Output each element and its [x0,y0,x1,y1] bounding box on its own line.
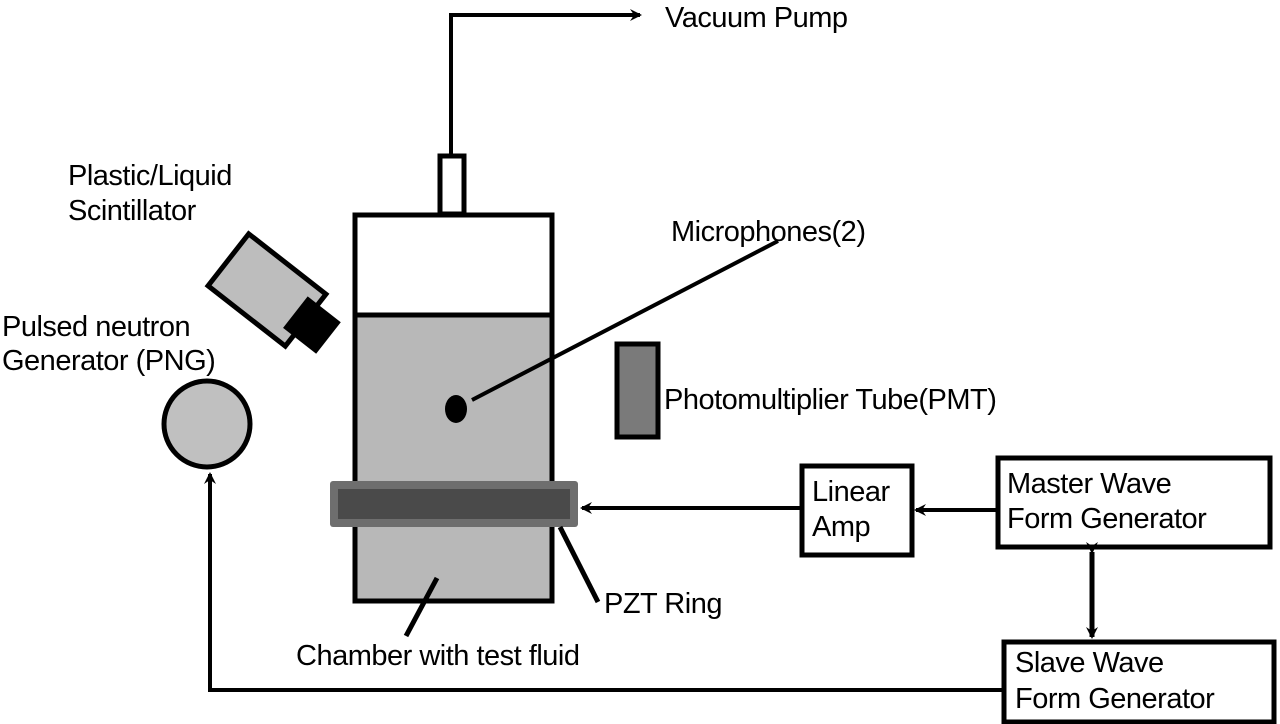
chamber-leader [403,576,440,638]
microphone [445,395,467,423]
pmt-label: Photomultiplier Tube(PMT) [664,384,996,416]
microphone-leader [471,239,779,402]
photomultiplier-tube [614,341,661,440]
linear-amp-box [799,463,915,558]
slave-wave-label-line2: Form Generator [1015,683,1215,715]
pzt-leader [557,525,601,604]
chamber [352,212,555,604]
scintillator-label-line2: Scintillator [68,195,197,227]
vacuum-port [437,153,467,217]
scintillator [204,230,341,354]
scintillator-pmt-cap [283,296,341,354]
master-wave-generator-box [995,455,1273,550]
pulsed-neutron-generator [161,378,253,470]
chamber-label: Chamber with test fluid [296,640,579,672]
slave-wave-generator-box [1001,639,1277,724]
scintillator-label-line1: Plastic/Liquid [68,160,232,192]
chamber-headspace [352,212,555,318]
pzt-ring-label: PZT Ring [604,588,722,620]
slave-to-png-line [204,472,1004,692]
linear-amp-label-line2: Amp [812,511,870,543]
pzt-ring-inner [338,489,570,519]
microphones-label: Microphones(2) [671,216,865,248]
linear-amp-label-line1: Linear [812,476,890,508]
slave-wave-label-line1: Slave Wave [1015,647,1164,679]
png-label-line1: Pulsed neutron [2,311,190,343]
chamber-fluid [352,312,555,604]
master-wave-label-line2: Form Generator [1007,503,1207,535]
vacuum-line [449,9,642,155]
master-wave-label-line1: Master Wave [1007,468,1171,500]
png-label-line2: Generator (PNG) [2,345,215,377]
vacuum-pump-label: Vacuum Pump [665,2,848,34]
